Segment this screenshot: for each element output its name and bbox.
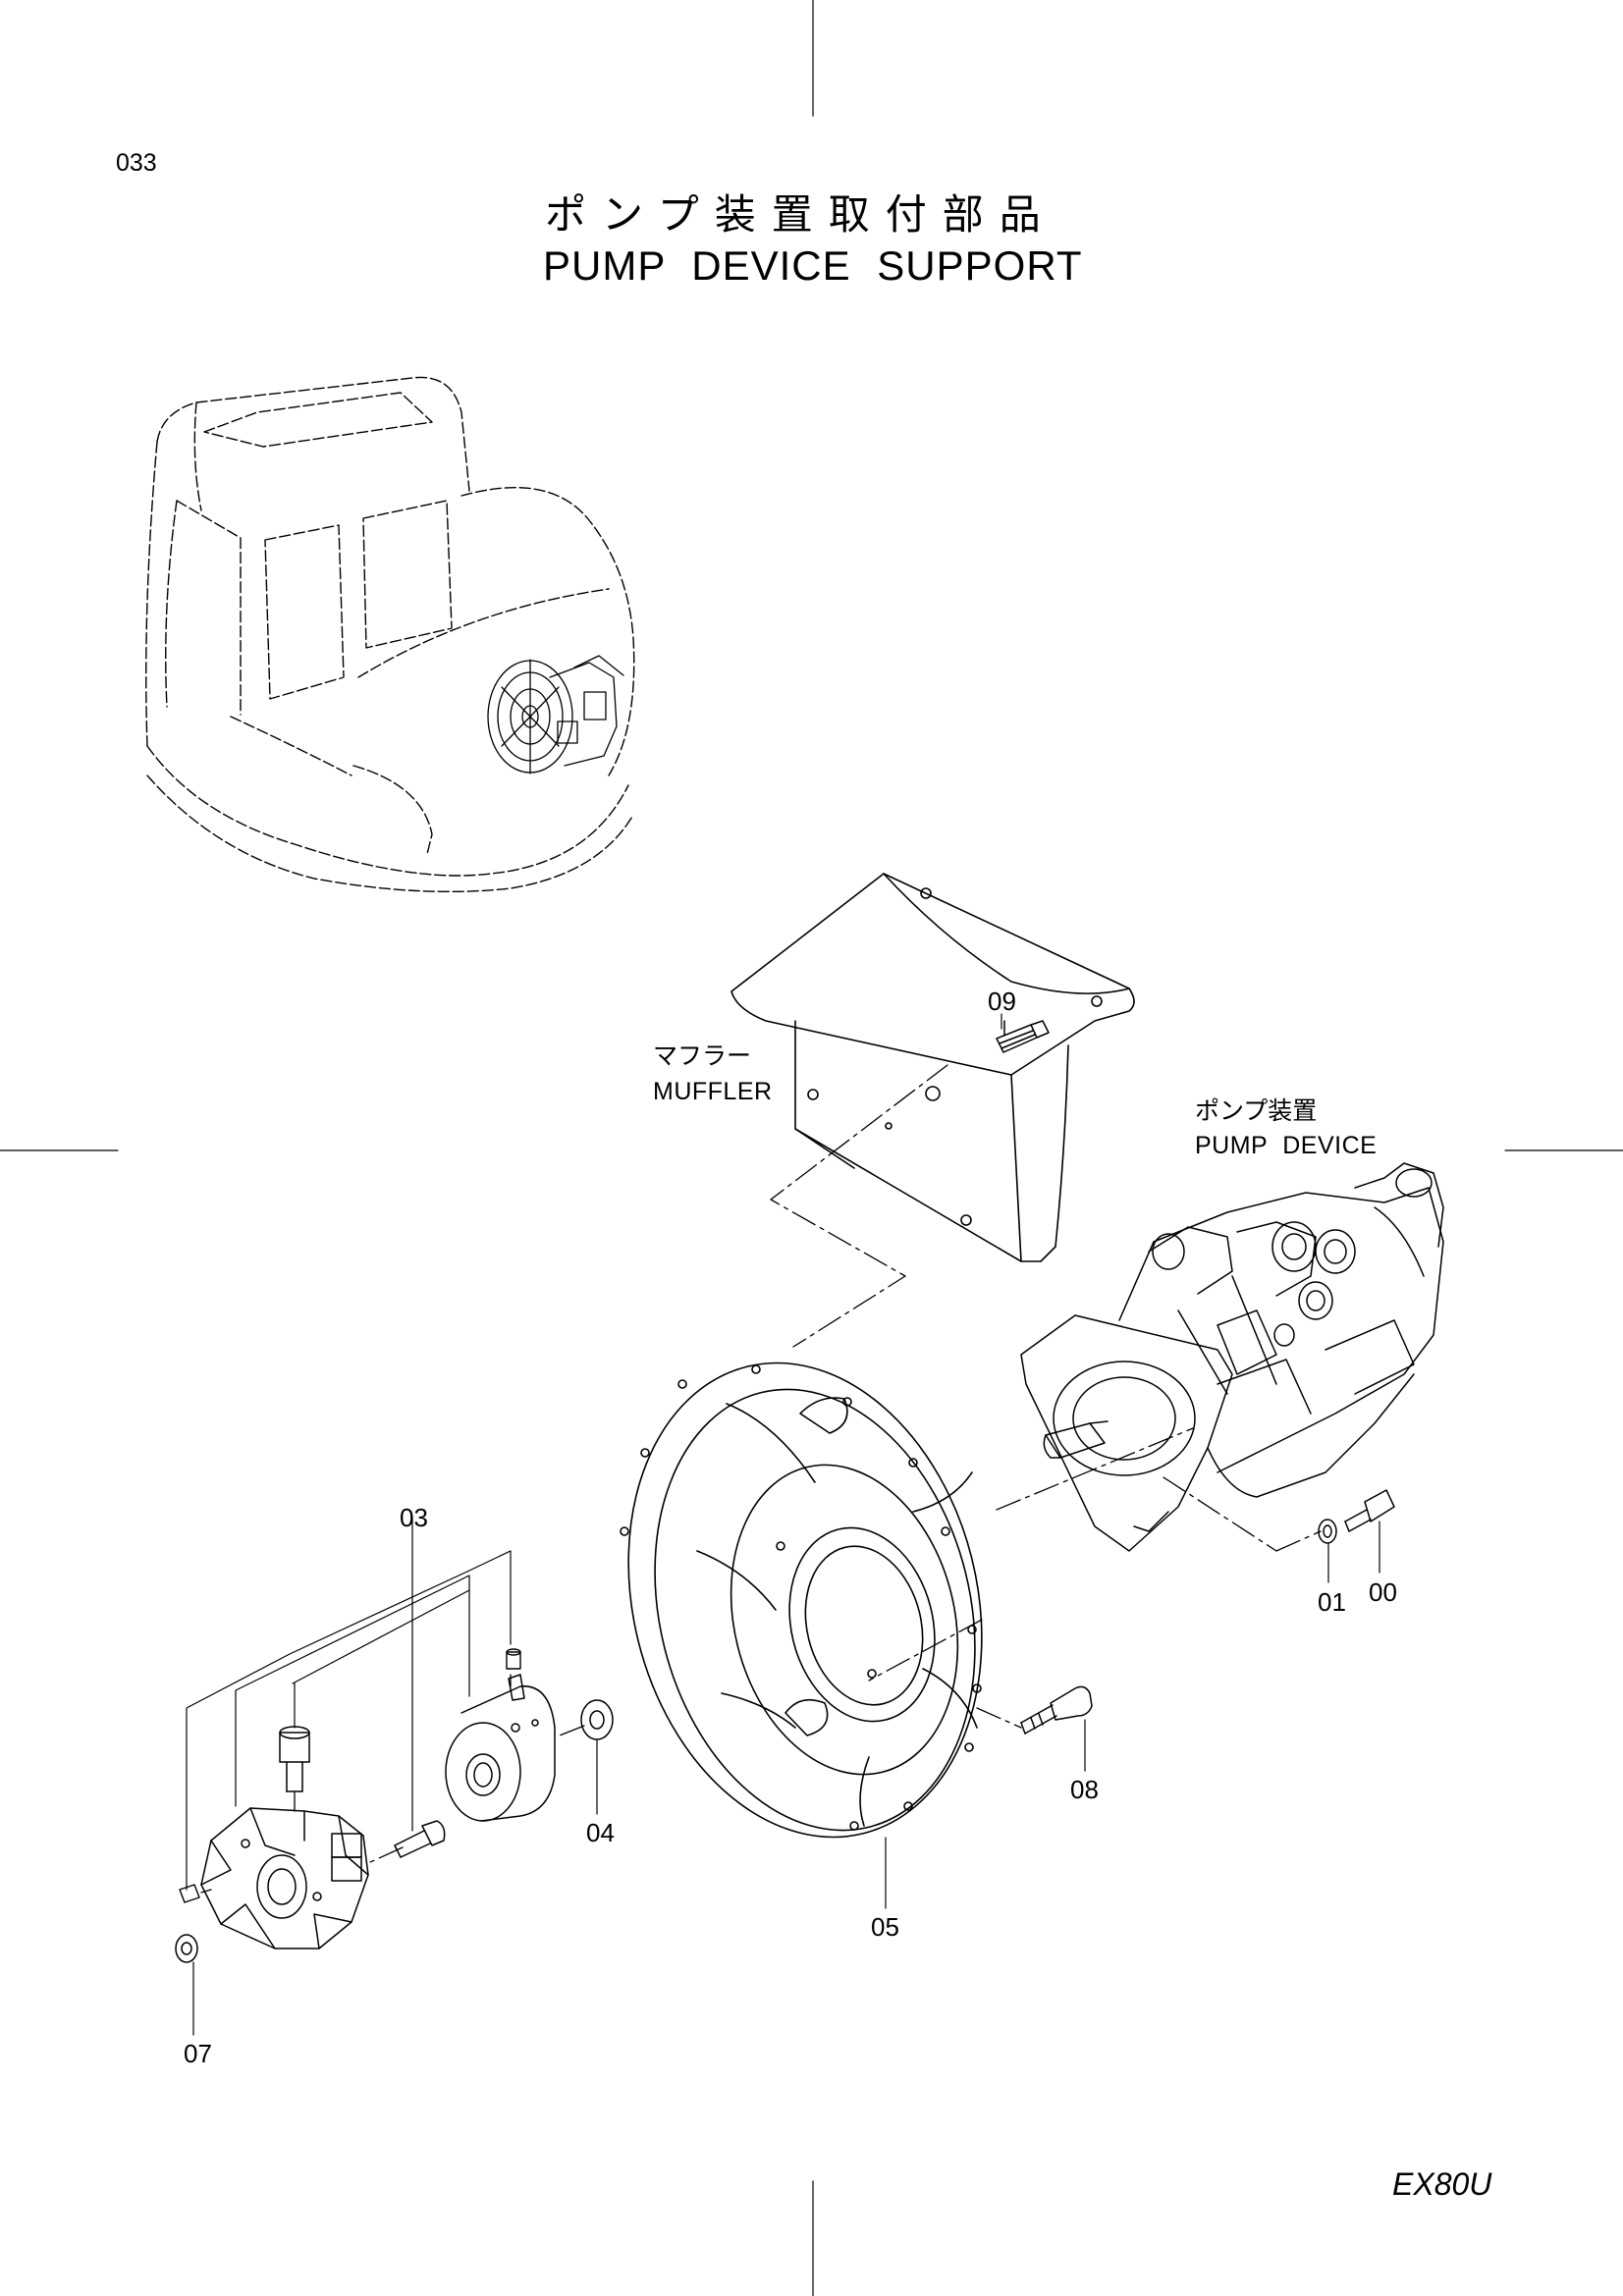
shaft-bolt bbox=[395, 1821, 445, 1857]
assembly-center-lines bbox=[201, 1065, 1321, 1893]
set-screw-small bbox=[180, 1649, 520, 1902]
muffler-bracket bbox=[731, 874, 1134, 1261]
callout-00: 00 bbox=[1369, 1577, 1397, 1607]
bolt-09 bbox=[997, 1021, 1049, 1052]
pump-device bbox=[1021, 1163, 1443, 1551]
excavator-overview bbox=[146, 377, 634, 891]
model-code: EX80U bbox=[1392, 2166, 1492, 2202]
washer-05 bbox=[176, 1935, 197, 1962]
muffler-label-english: MUFFLER bbox=[653, 1078, 773, 1105]
hub-03 bbox=[446, 1675, 555, 1821]
callout-04: 04 bbox=[586, 1818, 615, 1847]
leader-lines bbox=[187, 1014, 1380, 2035]
flange-housing-07 bbox=[580, 1325, 1030, 1875]
callout-07: 05 bbox=[871, 1912, 899, 1942]
pump-device-label-english: PUMP DEVICE bbox=[1195, 1132, 1378, 1159]
page-number: 033 bbox=[116, 149, 157, 177]
pump-device-label-japanese: ポンプ装置 bbox=[1195, 1096, 1318, 1125]
coupling-element bbox=[201, 1808, 368, 1949]
callout-08: 08 bbox=[1070, 1775, 1099, 1804]
page-title-english: PUMP DEVICE SUPPORT bbox=[543, 242, 1083, 289]
cap-screw bbox=[280, 1727, 309, 1791]
washer-04 bbox=[581, 1700, 613, 1739]
bolt-08 bbox=[1021, 1686, 1092, 1734]
excavator-pump-detail bbox=[488, 656, 623, 774]
page-title-japanese: ポンプ装置取付部品 bbox=[545, 190, 1056, 239]
callout-09: 09 bbox=[988, 987, 1016, 1016]
callout-01: 01 bbox=[1318, 1587, 1346, 1617]
callout-05: 07 bbox=[184, 2039, 212, 2068]
washer-01 bbox=[1319, 1520, 1336, 1543]
callout-03: 03 bbox=[400, 1503, 428, 1532]
bolt-00 bbox=[1345, 1490, 1394, 1531]
muffler-label-japanese: マフラー bbox=[653, 1041, 752, 1070]
